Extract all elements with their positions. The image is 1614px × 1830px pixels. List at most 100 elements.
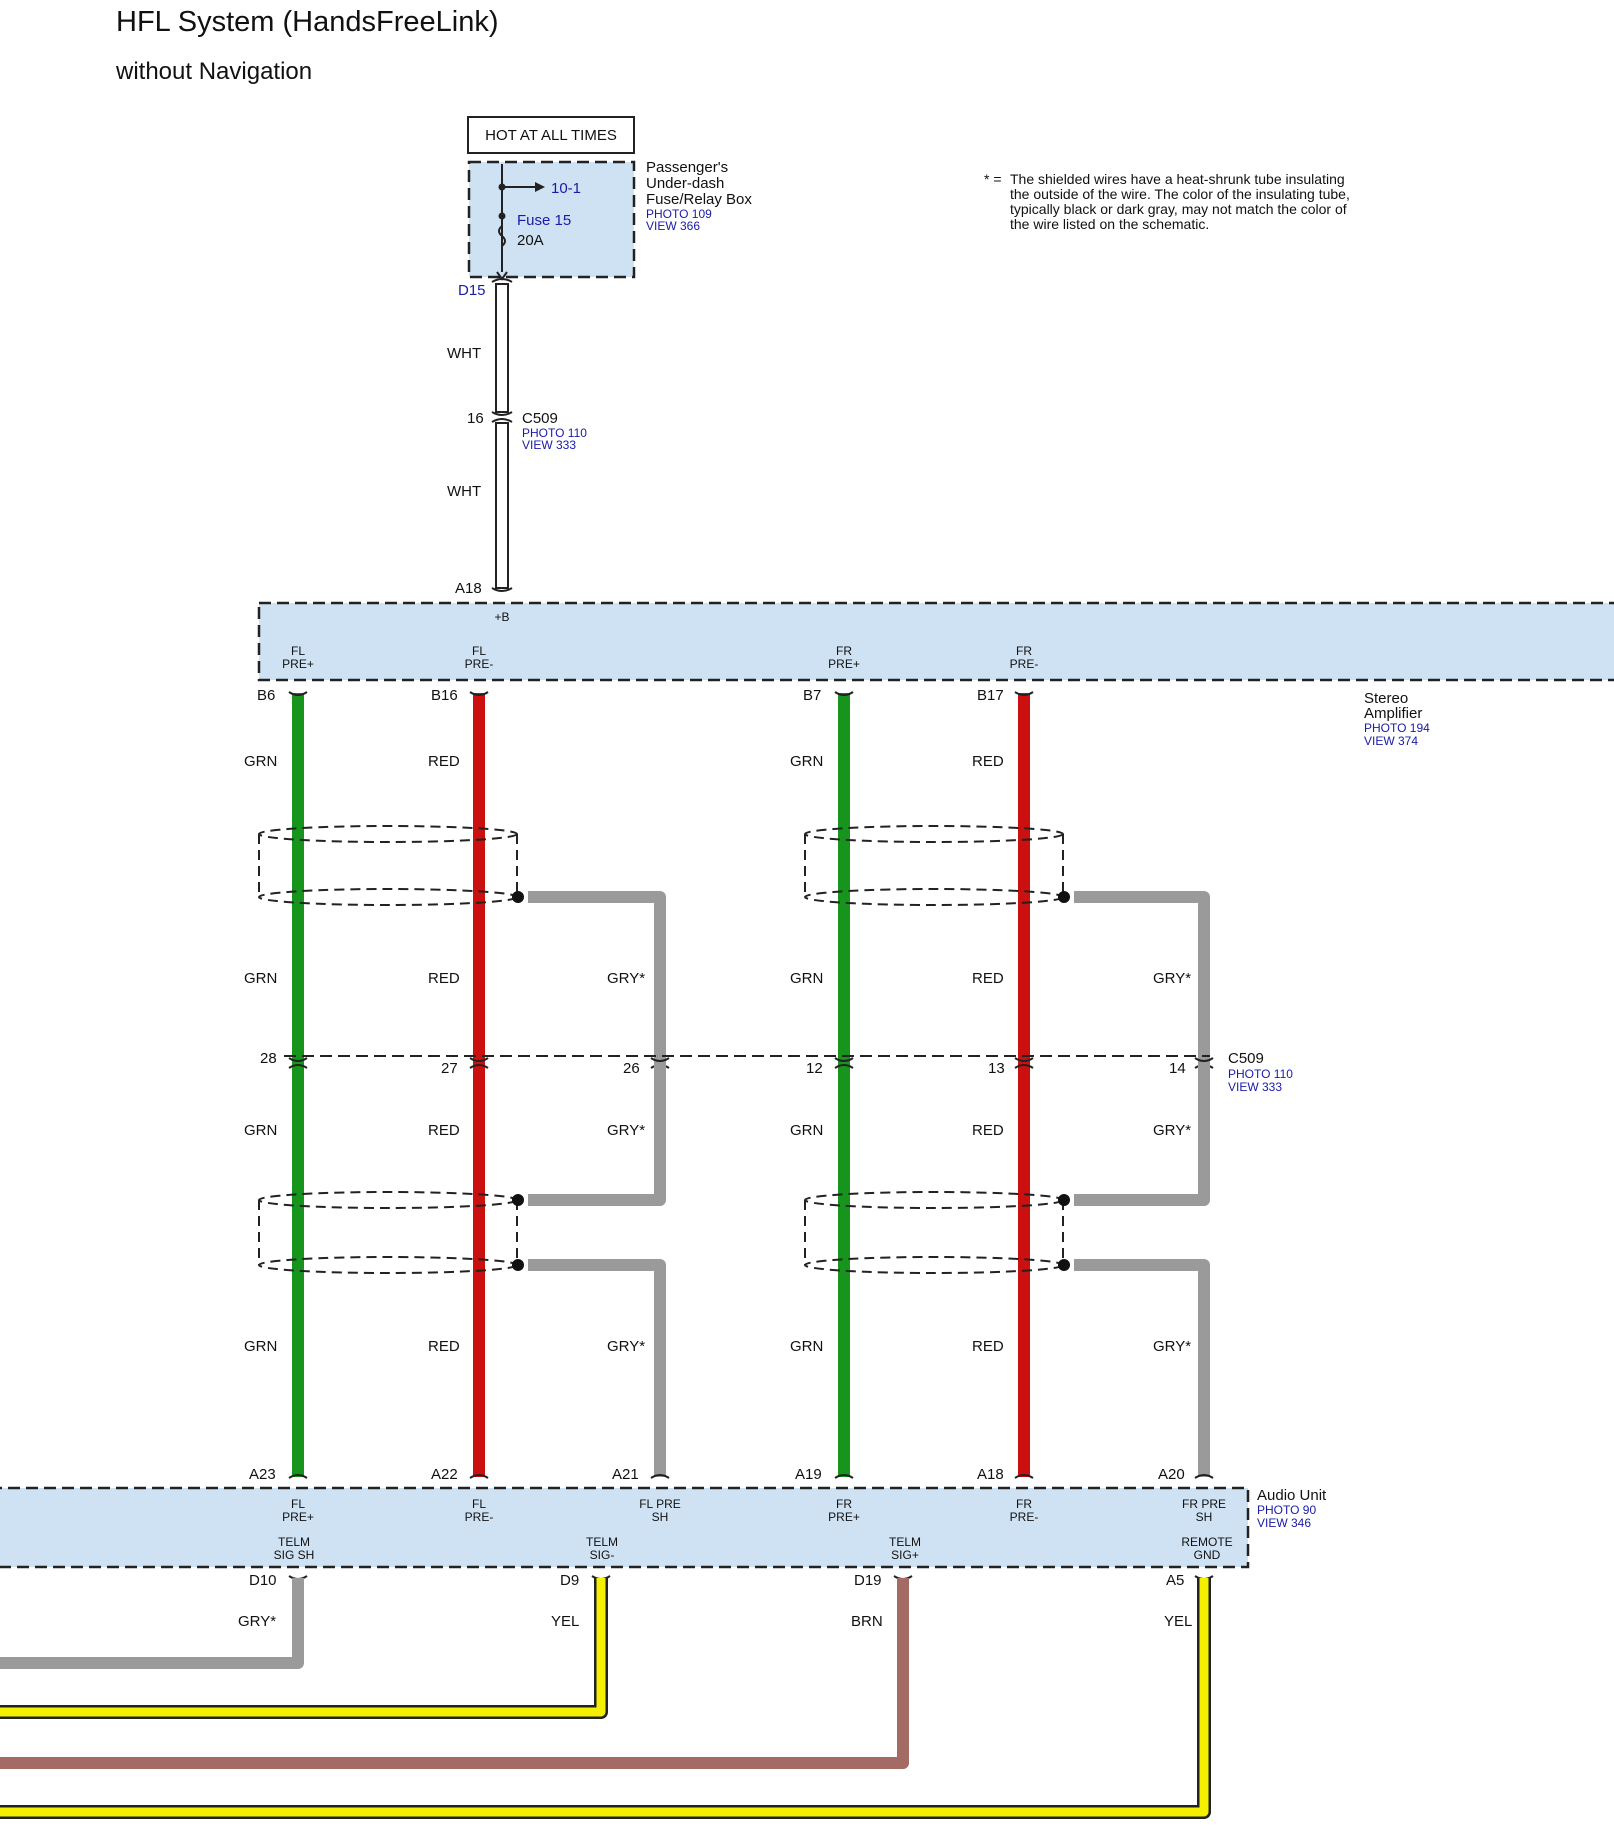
wire-gry-fl-shield-3 <box>528 1259 666 1477</box>
amp-pin-b7: B7 <box>803 687 821 704</box>
au-bottom-terminal-4-l1: REMOTE <box>1181 1535 1232 1549</box>
au-bottom-terminal-2-l1: TELM <box>586 1535 618 1549</box>
au-top-terminal-2-l1: FL <box>472 1497 486 1511</box>
fuse-relay-box <box>467 160 636 279</box>
c509-pin-26: 26 <box>623 1060 640 1077</box>
au-bottom-terminal-1-l2: SIG SH <box>274 1548 315 1562</box>
au-bottom-terminal-2-l2: SIG- <box>590 1548 615 1562</box>
au-bottom-terminal-3-l2: SIG+ <box>891 1548 919 1562</box>
c509-pin-12: 12 <box>806 1060 823 1077</box>
wire-fr-pre-minus <box>1018 693 1030 1477</box>
wire-fr-minus-color-2: RED <box>972 970 1004 987</box>
amp-pin-b6: B6 <box>257 687 275 704</box>
c509-pin-27: 27 <box>441 1060 458 1077</box>
wire-brn-telm-sig-plus <box>0 1578 909 1769</box>
amp-pin-a18: A18 <box>455 580 482 597</box>
c509-pin-13: 13 <box>988 1060 1005 1077</box>
amp-pin-b16: B16 <box>431 687 458 704</box>
wire-fr-plus-color-1: GRN <box>790 753 823 770</box>
audio-unit-box <box>0 1486 1250 1569</box>
wire-telm-sig-plus-color: BRN <box>851 1613 883 1630</box>
ref-link[interactable]: 10-1 <box>551 180 581 197</box>
amp-terminal-4-l1: FR <box>1016 644 1032 658</box>
page-subtitle: without Navigation <box>116 58 313 85</box>
amp-terminal-3-l1: FR <box>836 644 852 658</box>
note-marker: * = <box>984 171 1002 187</box>
wire-fl-minus-color-1: RED <box>428 753 460 770</box>
wht-wire-1 <box>495 283 509 413</box>
au-pin-a19: A19 <box>795 1466 822 1483</box>
wht-wire-1-color: WHT <box>447 345 481 362</box>
au-pin-a18: A18 <box>977 1466 1004 1483</box>
au-top-terminal-2-l2: PRE- <box>465 1510 494 1524</box>
amp-terminal-4-l2: PRE- <box>1010 657 1039 671</box>
amp-terminal-3-l2: PRE+ <box>828 657 860 671</box>
au-bottom-terminal-1-l1: TELM <box>278 1535 310 1549</box>
wire-fr-minus-color-4: RED <box>972 1338 1004 1355</box>
au-top-terminal-6-l2: SH <box>1196 1510 1213 1524</box>
wire-gry-fr-color-3: GRY* <box>1153 1122 1191 1139</box>
wire-gry-fr-shield-2 <box>1074 1075 1210 1206</box>
audio-unit-name: Audio Unit <box>1257 1487 1327 1504</box>
wire-fl-plus-color-2: GRN <box>244 970 277 987</box>
fuse-box-name-3: Fuse/Relay Box <box>646 191 752 208</box>
amp-terminal-1-l2: PRE+ <box>282 657 314 671</box>
fuse-icon <box>498 225 506 247</box>
wire-gry-fl-color-3: GRY* <box>607 1122 645 1139</box>
wire-gry-fl-color-2: GRY* <box>607 970 645 987</box>
c509-top-pin: 16 <box>467 410 484 427</box>
amp-photo-link[interactable]: PHOTO 194 <box>1364 721 1430 735</box>
fuse-box-pin-d15: D15 <box>458 282 486 299</box>
audio-unit-view-link[interactable]: VIEW 346 <box>1257 1516 1311 1530</box>
wire-fl-pre-minus <box>473 693 485 1477</box>
au-top-terminal-6-l1: FR PRE <box>1182 1497 1226 1511</box>
fuse-rating: 20A <box>517 232 544 249</box>
page-title: HFL System (HandsFreeLink) <box>116 6 499 38</box>
wire-gry-telm-sig-sh <box>0 1578 304 1669</box>
amp-terminal-1-l1: FL <box>291 644 305 658</box>
c509-top-name: C509 <box>522 410 558 427</box>
c509-mid-name: C509 <box>1228 1050 1264 1067</box>
c509-top-photo-link[interactable]: PHOTO 110 <box>522 426 587 440</box>
wire-fr-minus-color-1: RED <box>972 753 1004 770</box>
c509-mid-view-link[interactable]: VIEW 333 <box>1228 1080 1282 1094</box>
hot-at-all-times-label: HOT AT ALL TIMES <box>485 127 617 144</box>
wire-gry-fr-color-4: GRY* <box>1153 1338 1191 1355</box>
wire-telm-sig-minus-color: YEL <box>551 1613 579 1630</box>
wire-gry-fl-color-4: GRY* <box>607 1338 645 1355</box>
au-pin-d19: D19 <box>854 1572 882 1589</box>
wht-wire-2 <box>495 422 509 589</box>
wire-gry-fl-shield-1 <box>528 891 666 1063</box>
wire-fr-plus-color-3: GRN <box>790 1122 823 1139</box>
hot-at-all-times-box <box>467 116 635 154</box>
wire-gry-fr-shield-1 <box>1074 891 1210 1063</box>
wire-gry-fl-shield-2 <box>528 1075 666 1206</box>
note-line-3: typically black or dark gray, may not ma… <box>1010 201 1347 217</box>
c509-top-view-link[interactable]: VIEW 333 <box>522 438 576 452</box>
audio-unit-photo-link[interactable]: PHOTO 90 <box>1257 1503 1316 1517</box>
note-line-4: the wire listed on the schematic. <box>1010 216 1209 232</box>
fuse-box-name-2: Under-dash <box>646 175 724 192</box>
au-top-terminal-4-l1: FR <box>836 1497 852 1511</box>
au-pin-a20: A20 <box>1158 1466 1185 1483</box>
amp-view-link[interactable]: VIEW 374 <box>1364 734 1418 748</box>
wire-fl-plus-color-3: GRN <box>244 1122 277 1139</box>
wire-gry-fr-shield-3 <box>1074 1259 1210 1477</box>
wire-fr-plus-color-2: GRN <box>790 970 823 987</box>
wire-remote-gnd-color: YEL <box>1164 1613 1192 1630</box>
fuse-box-photo-link[interactable]: PHOTO 109 <box>646 207 712 221</box>
c509-mid-photo-link[interactable]: PHOTO 110 <box>1228 1067 1293 1081</box>
wht-wire-2-color: WHT <box>447 483 481 500</box>
au-top-terminal-4-l2: PRE+ <box>828 1510 860 1524</box>
au-top-terminal-5-l1: FR <box>1016 1497 1032 1511</box>
au-top-terminal-3-l1: FL PRE <box>639 1497 681 1511</box>
au-pin-a21: A21 <box>612 1466 639 1483</box>
au-top-terminal-1-l1: FL <box>291 1497 305 1511</box>
amp-pin-b17: B17 <box>977 687 1004 704</box>
wire-telm-sig-sh-color: GRY* <box>238 1613 276 1630</box>
wire-fl-pre-plus <box>292 693 304 1477</box>
au-pin-a22: A22 <box>431 1466 458 1483</box>
c509-pin-14: 14 <box>1169 1060 1186 1077</box>
fuse-box-view-link[interactable]: VIEW 366 <box>646 219 700 233</box>
